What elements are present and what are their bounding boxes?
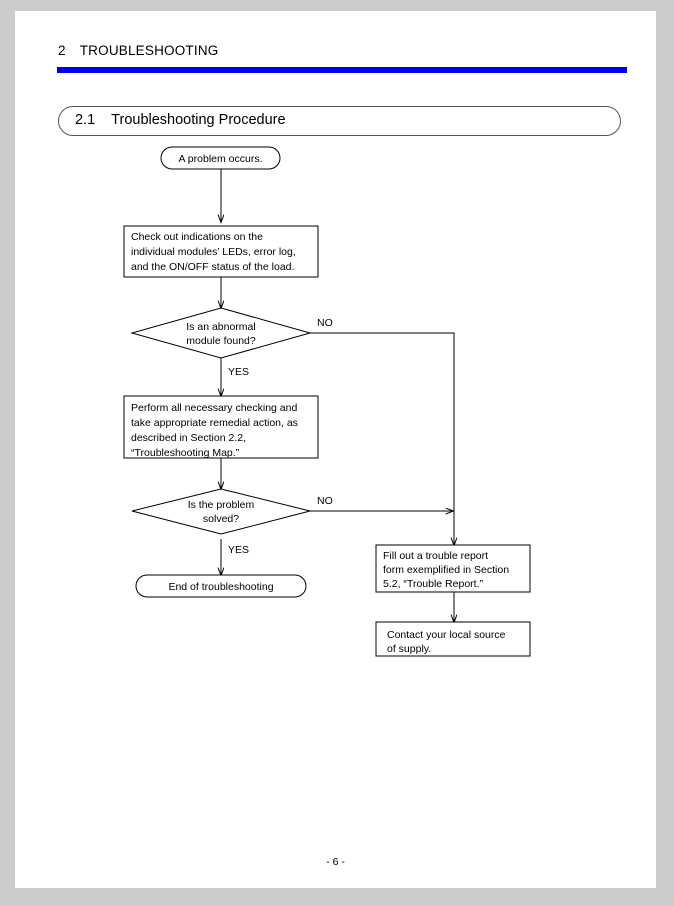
process-shape	[123, 225, 319, 278]
header-rule	[57, 67, 627, 73]
section-title-text: 2.1 Troubleshooting Procedure	[75, 112, 286, 128]
edge-label-dec2-no: NO	[317, 495, 333, 507]
flow-node-decision-abnormal-module: Is an abnormal module found?	[130, 307, 312, 359]
flow-node-perform-line-4: “Troubleshooting Map.”	[131, 447, 240, 459]
terminator-shape	[160, 146, 281, 170]
flow-node-perform-line-3: described in Section 2.2,	[131, 432, 246, 444]
process-shape	[375, 621, 531, 657]
troubleshooting-flowchart: A problem occurs. Check out indications …	[123, 146, 531, 657]
section-heading: Troubleshooting Procedure	[111, 112, 286, 128]
terminator-shape	[135, 574, 307, 598]
flow-node-perform-line-1: Perform all necessary checking and	[131, 402, 297, 414]
flow-node-end: End of troubleshooting	[135, 574, 307, 598]
section-number: 2.1	[75, 112, 96, 128]
chapter-header: 2 TROUBLESHOOTING	[58, 43, 218, 58]
process-shape	[123, 395, 319, 459]
chapter-title: TROUBLESHOOTING	[79, 43, 219, 58]
flow-node-end-label: End of troubleshooting	[168, 581, 273, 593]
page-number-footer: - 6 -	[326, 856, 345, 868]
connector-dec1-no	[310, 332, 454, 545]
flow-node-check-line-1: Check out indications on the	[131, 231, 263, 243]
edge-label-dec1-no: NO	[317, 317, 333, 329]
flow-node-report-line-3: 5.2, “Trouble Report.”	[383, 578, 483, 590]
document-page: 2 TROUBLESHOOTING 2.1 Troubleshooting Proc…	[15, 11, 656, 888]
flow-node-report-line-1: Fill out a trouble report	[383, 550, 488, 562]
decision-shape	[131, 488, 311, 535]
flow-node-dec2-line-1: Is the problem	[188, 499, 255, 511]
flow-node-dec2-line-2: solved?	[203, 513, 239, 525]
process-shape	[375, 544, 531, 593]
flow-node-dec1-line-1: Is an abnormal	[186, 321, 255, 333]
flow-node-check-line-2: individual modules’ LEDs, error log,	[131, 246, 296, 258]
flow-node-start-label: A problem occurs.	[178, 153, 262, 165]
flow-node-start: A problem occurs.	[160, 146, 281, 170]
chapter-number: 2	[58, 43, 66, 58]
decision-shape	[130, 307, 312, 359]
flow-node-contact-line-1: Contact your local source	[387, 629, 506, 641]
flow-node-dec1-line-2: module found?	[186, 335, 256, 347]
edge-label-dec1-yes: YES	[228, 366, 249, 378]
flow-node-check-line-3: and the ON/OFF status of the load.	[131, 261, 294, 273]
flow-node-perform-line-2: take appropriate remedial action, as	[131, 417, 298, 429]
edge-label-dec2-yes: YES	[228, 544, 249, 556]
flow-node-check: Check out indications on the individual …	[123, 225, 319, 278]
section-title-pill: 2.1 Troubleshooting Procedure	[58, 106, 621, 136]
flow-node-contact: Contact your local source of supply.	[375, 621, 531, 657]
flow-node-decision-problem-solved: Is the problem solved?	[131, 488, 311, 535]
flow-node-report: Fill out a trouble report form exemplifi…	[375, 544, 531, 593]
flow-node-report-line-2: form exemplified in Section	[383, 564, 509, 576]
flow-node-perform: Perform all necessary checking and take …	[123, 395, 319, 459]
flow-node-contact-line-2: of supply.	[387, 643, 431, 655]
